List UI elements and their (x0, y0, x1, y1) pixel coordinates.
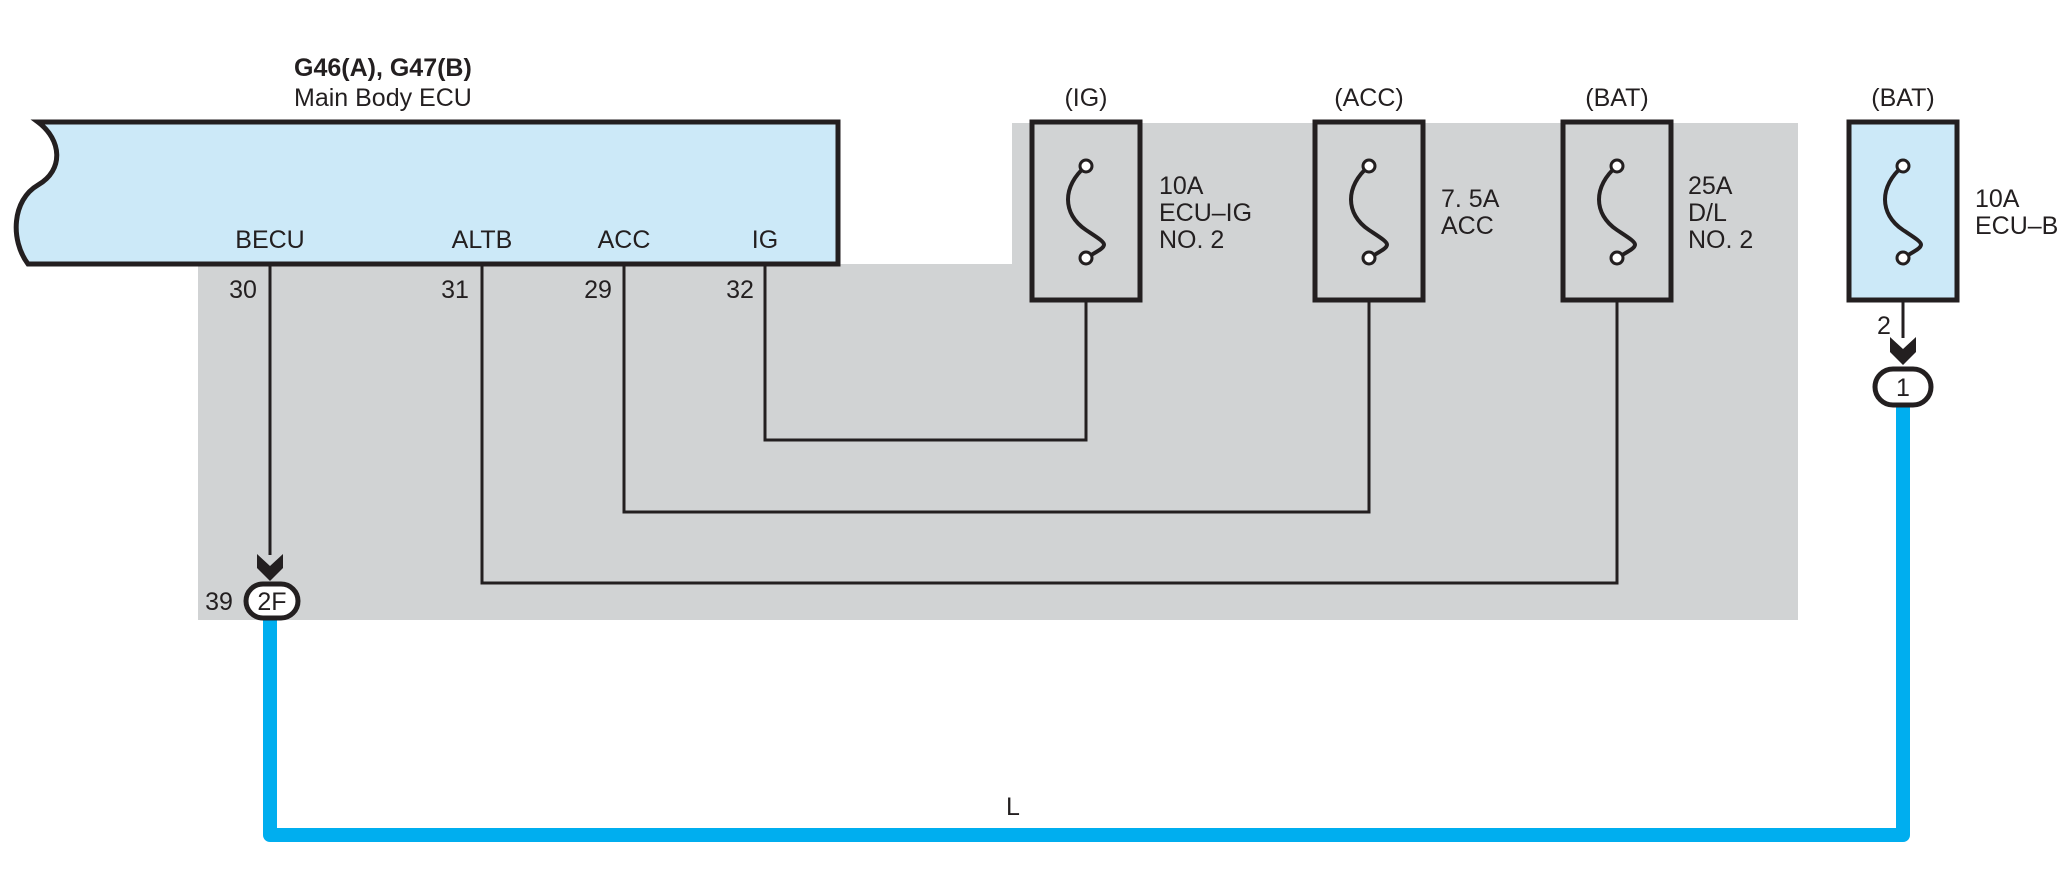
fuse-name: D/L (1688, 199, 1727, 227)
fuse-ecu-ig: (IG) 10A ECU–IG NO. 2 (1029, 84, 1252, 303)
pin-number-becu: 30 (229, 276, 257, 304)
wire-color-label: L (1006, 793, 1020, 821)
fuse-box (1846, 119, 1960, 303)
fuse-name: ACC (1441, 212, 1494, 240)
blue-wire-l (263, 407, 1910, 842)
ecu-name: Main Body ECU (294, 84, 472, 112)
pin-number-altb: 31 (441, 276, 469, 304)
fuse-terminal-icon (1609, 158, 1625, 174)
fuse-terminal-icon (1609, 250, 1625, 266)
fuse-symbol-icon (1597, 164, 1637, 260)
connector-pin-number: 2 (1877, 312, 1891, 340)
pin-label-altb: ALTB (452, 226, 513, 254)
connector-label: 2F (257, 588, 286, 616)
fuse-box (1560, 119, 1674, 303)
fuse-terminal-icon (1361, 158, 1377, 174)
connector-label: 1 (1896, 374, 1910, 402)
pin-label-acc: ACC (598, 226, 651, 254)
fuse-dl-no2: (BAT) 25A D/L NO. 2 (1560, 84, 1753, 303)
fuse-box (1029, 119, 1143, 303)
wire-altb (480, 258, 1619, 585)
connector-1: 1 2 (1872, 312, 1934, 408)
pin-number-ig: 32 (726, 276, 754, 304)
fuse-ecu-b: (BAT) 10A ECU–B (1846, 84, 2058, 303)
fuse-name: ECU–IG (1159, 199, 1252, 227)
connector-arrow-icon (1890, 337, 1916, 365)
connector-arrow-icon (257, 554, 283, 581)
fuse-acc: (ACC) 7. 5A ACC (1312, 84, 1500, 303)
fuse-source-label: (IG) (1064, 84, 1107, 112)
wire-acc (622, 258, 1371, 514)
connector-terminal (243, 581, 301, 621)
wire-ig (763, 258, 1088, 442)
fuse-symbol-icon (1349, 164, 1389, 260)
fuse-rating: 25A (1688, 172, 1733, 200)
fuse-symbol-icon (1066, 164, 1106, 260)
fuse-source-label: (ACC) (1334, 84, 1403, 112)
fuse-terminal-icon (1078, 250, 1094, 266)
fuse-rating: 10A (1159, 172, 1204, 200)
connector-pin-number: 39 (205, 588, 233, 616)
fuse-box (1312, 119, 1426, 303)
fuse-terminal-icon (1361, 250, 1377, 266)
pin-label-becu: BECU (235, 226, 304, 254)
pin-number-acc: 29 (584, 276, 612, 304)
fuse-name: ECU–B (1975, 212, 2058, 240)
ecu-connector-codes: G46(A), G47(B) (294, 54, 472, 82)
fuse-terminal-icon (1078, 158, 1094, 174)
fuse-number: NO. 2 (1159, 226, 1224, 254)
fuse-rating: 7. 5A (1441, 185, 1500, 213)
main-body-ecu-box (13, 119, 841, 267)
fuse-source-label: (BAT) (1871, 84, 1934, 112)
fuse-rating: 10A (1975, 185, 2020, 213)
fuse-terminal-icon (1895, 250, 1911, 266)
connector-2f: 2F 39 (205, 554, 301, 621)
fuse-number: NO. 2 (1688, 226, 1753, 254)
fuse-symbol-icon (1883, 164, 1923, 260)
connector-terminal (1872, 366, 1934, 408)
fuse-terminal-icon (1895, 158, 1911, 174)
pin-label-ig: IG (752, 226, 778, 254)
fuse-source-label: (BAT) (1585, 84, 1648, 112)
